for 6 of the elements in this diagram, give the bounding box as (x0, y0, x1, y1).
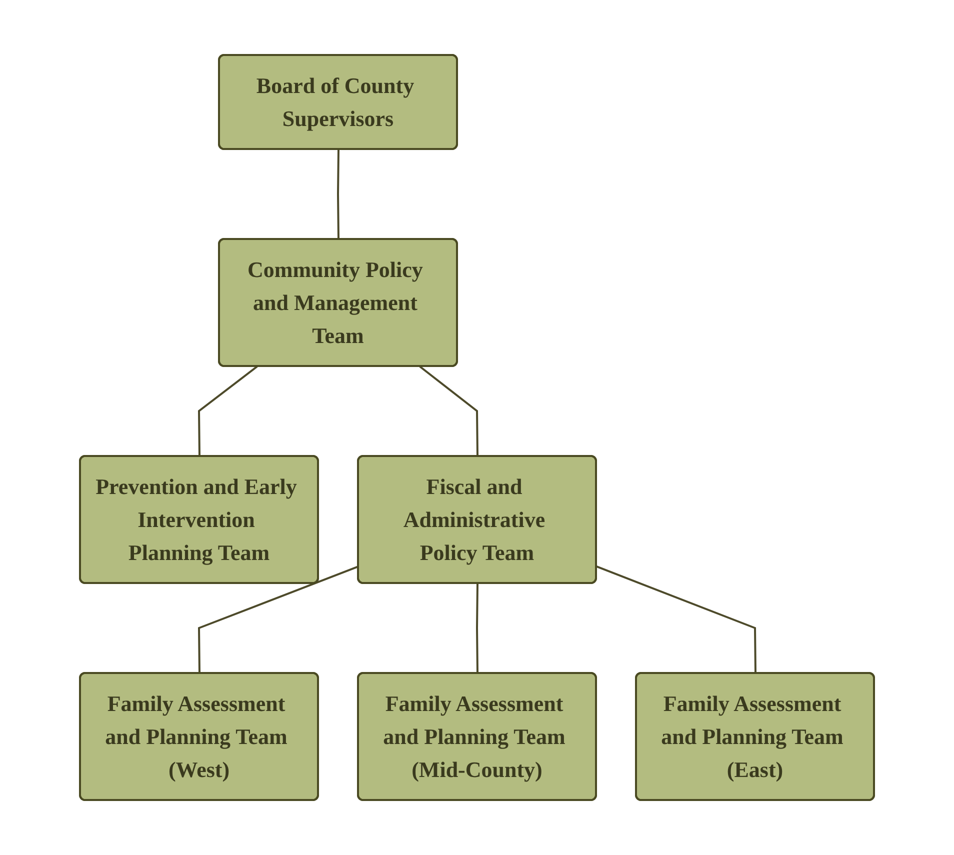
connector (476, 583, 478, 674)
connector (198, 566, 359, 674)
connector (337, 149, 340, 240)
connector (596, 566, 756, 674)
connector (198, 366, 258, 457)
connector (419, 366, 478, 457)
